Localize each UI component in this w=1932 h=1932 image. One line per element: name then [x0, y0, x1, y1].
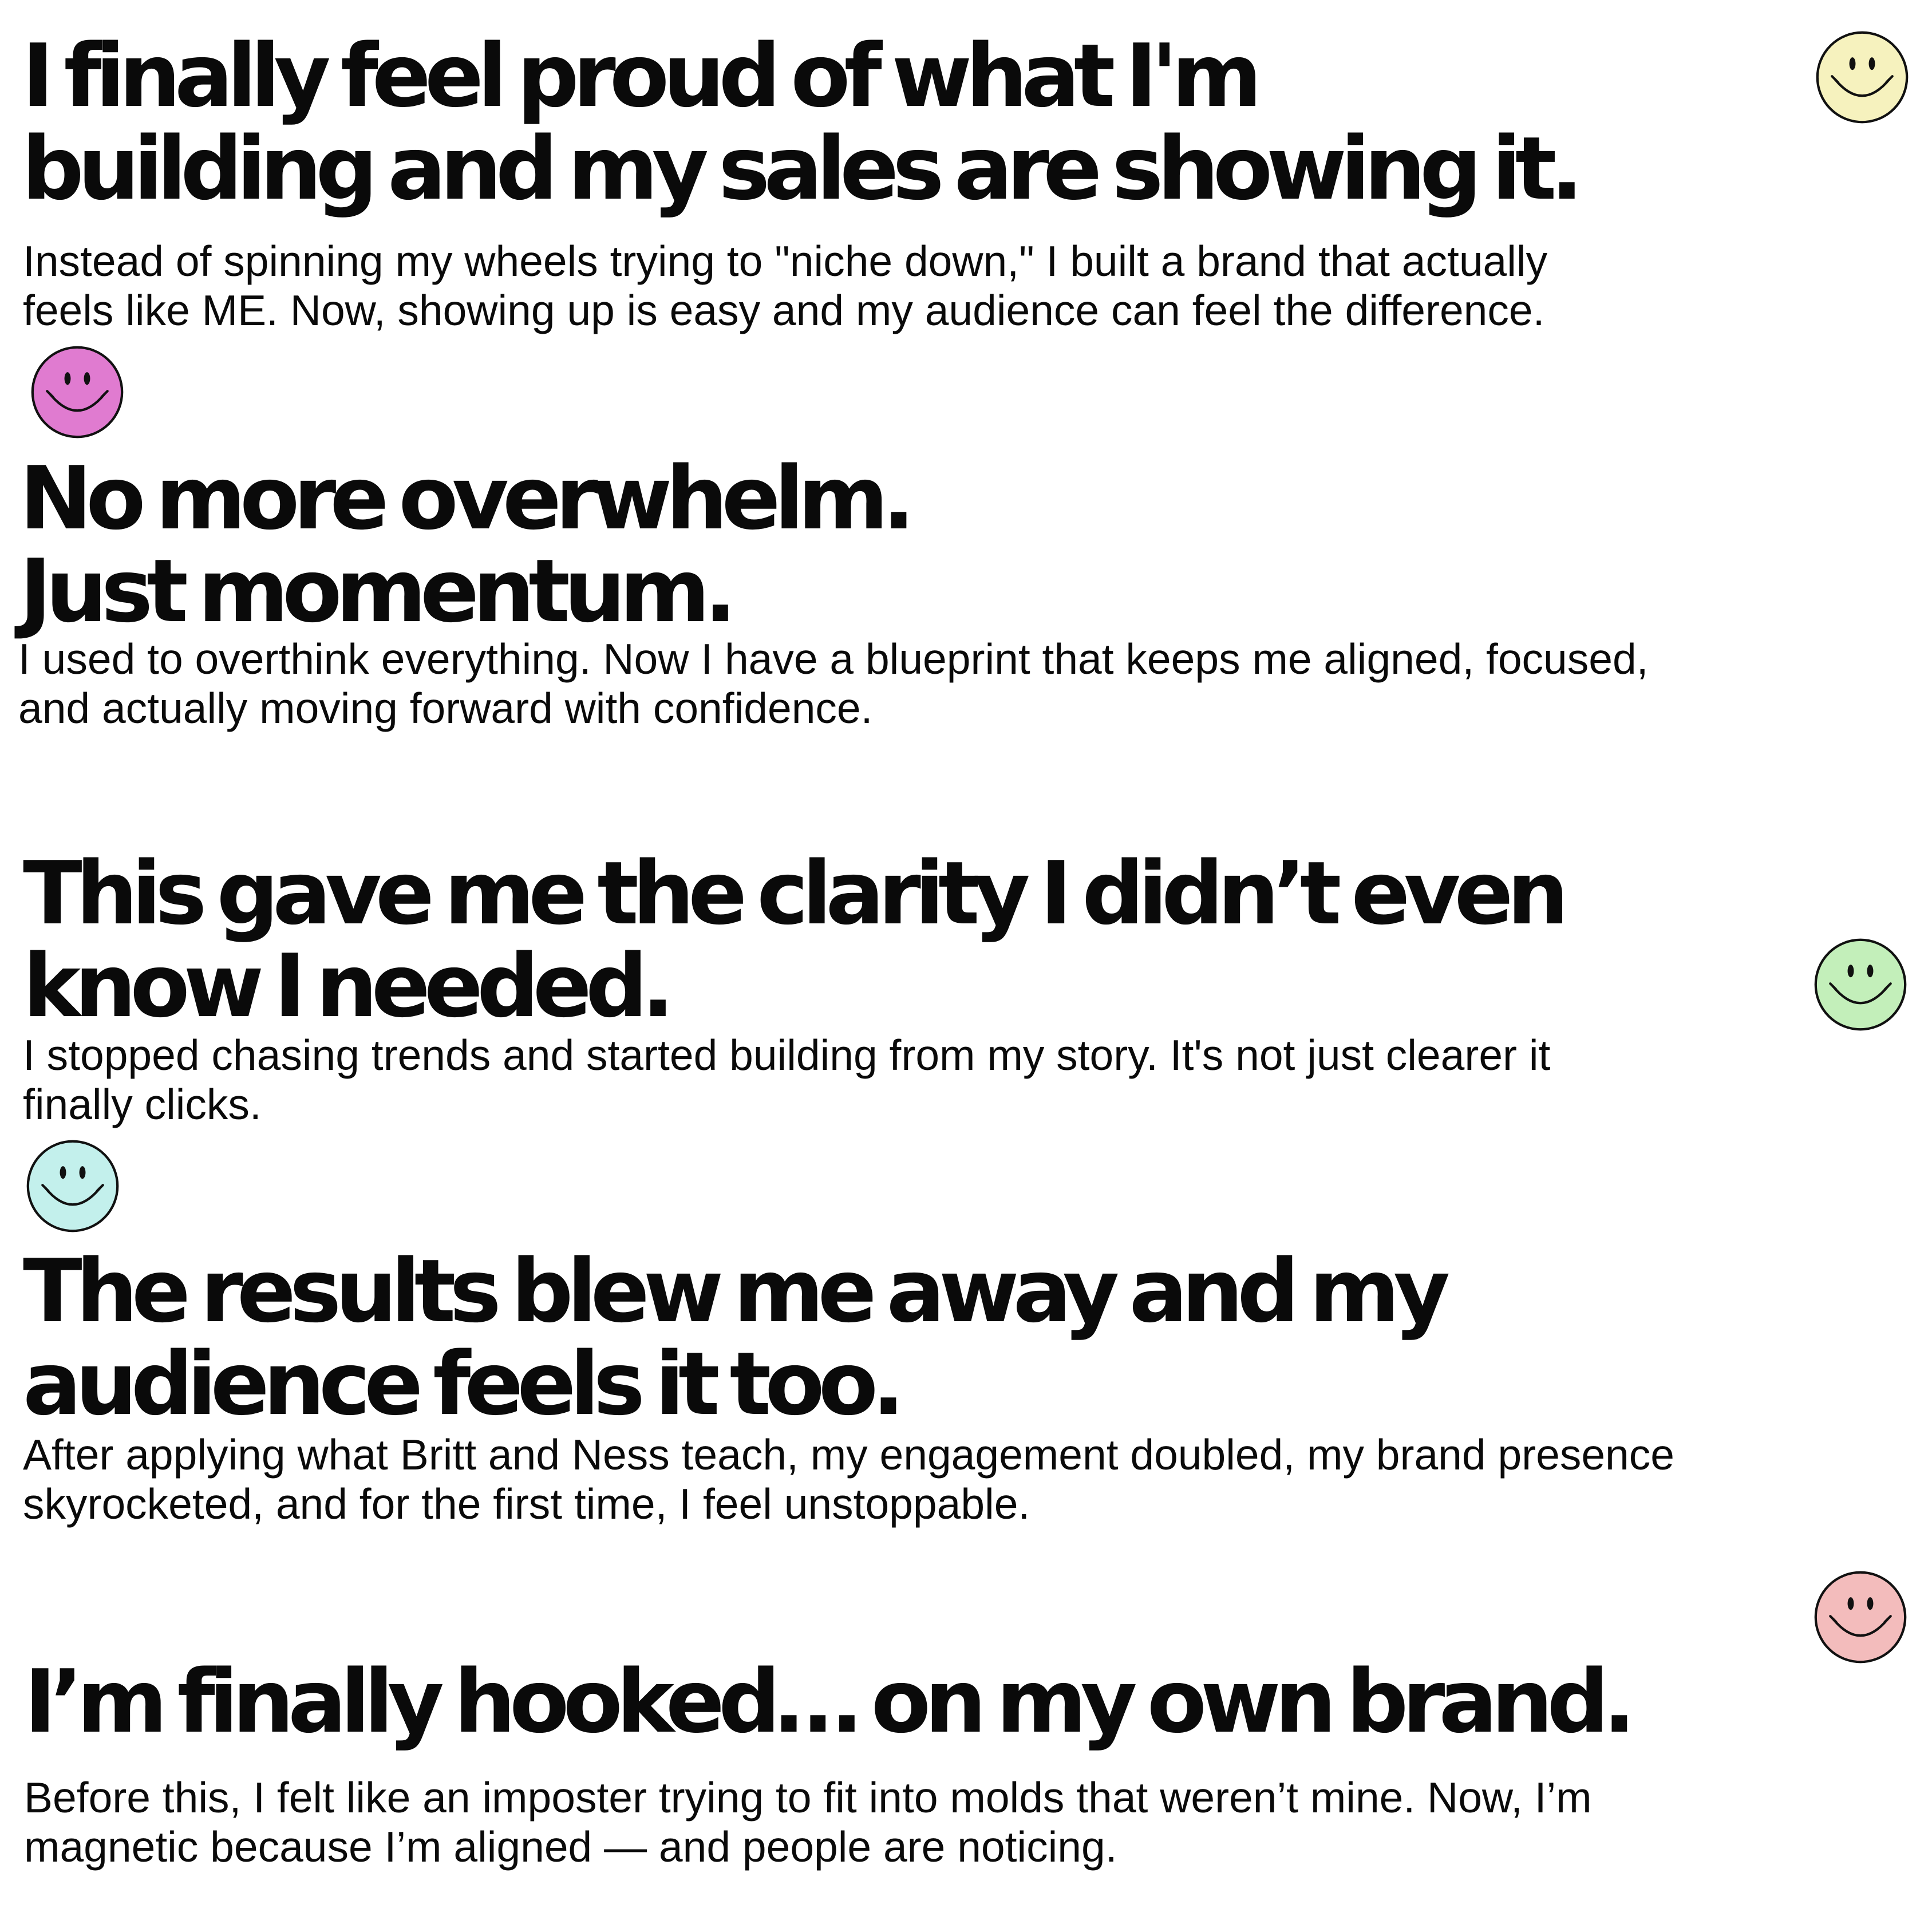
testimonial-3-headline-line-1: This gave me the clarity I didn’t even	[23, 843, 1569, 944]
smiley-face-icon	[24, 1137, 121, 1235]
testimonial-5-body-line-2: magnetic because I’m aligned — and peopl…	[24, 1823, 1117, 1871]
testimonial-4-body-line-2: skyrocketed, and for the first time, I f…	[23, 1480, 1030, 1528]
smiley-face-icon	[1812, 936, 1909, 1033]
testimonial-4-headline-line-2: audience feels it too.	[23, 1333, 905, 1435]
testimonial-5-headline: I’m finally hooked… on my own brand.	[24, 1651, 1636, 1752]
testimonial-4-body: After applying what Britt and Ness teach…	[23, 1430, 1674, 1528]
testimonial-3-body-line-2: finally clicks.	[23, 1080, 262, 1128]
testimonial-5-body-line-1: Before this, I felt like an imposter try…	[24, 1773, 1592, 1822]
testimonial-2-body-line-1: I used to overthink everything. Now I ha…	[18, 635, 1649, 683]
smiley-face-icon	[29, 343, 126, 441]
testimonial-1-body: Instead of spinning my wheels trying to …	[23, 236, 1547, 335]
testimonial-5-body: Before this, I felt like an imposter try…	[24, 1773, 1592, 1871]
testimonial-2-body-line-2: and actually moving forward with confide…	[18, 684, 873, 732]
testimonial-1-headline: I finally feel proud of what I'm buildin…	[22, 25, 1583, 219]
smiley-face-icon	[1812, 1568, 1909, 1666]
testimonial-3-headline-line-2: know I needed.	[23, 935, 674, 1037]
testimonial-2-body: I used to overthink everything. Now I ha…	[18, 634, 1649, 733]
testimonial-4-headline: The results blew me away and my audience…	[23, 1240, 1450, 1435]
testimonial-5-headline-line-1: I’m finally hooked… on my own brand.	[24, 1651, 1636, 1752]
smiley-face-icon	[1814, 29, 1911, 126]
testimonial-1-body-line-2: feels like ME. Now, showing up is easy a…	[23, 286, 1545, 334]
testimonial-4-body-line-1: After applying what Britt and Ness teach…	[23, 1431, 1674, 1479]
testimonial-3-headline: This gave me the clarity I didn’t even k…	[23, 843, 1569, 1037]
testimonial-3-body-line-1: I stopped chasing trends and started bui…	[23, 1031, 1551, 1079]
testimonial-3-body: I stopped chasing trends and started bui…	[23, 1030, 1550, 1129]
testimonial-1-headline-line-2: building and my sales are showing it.	[22, 118, 1583, 219]
testimonial-2-headline: No more overwhelm. Just momentum.	[19, 448, 915, 642]
testimonial-1-body-line-1: Instead of spinning my wheels trying to …	[23, 237, 1548, 285]
testimonial-4-headline-line-1: The results blew me away and my	[23, 1240, 1450, 1342]
testimonial-1-headline-line-1: I finally feel proud of what I'm	[22, 25, 1262, 127]
testimonial-2-headline-line-2: Just momentum.	[19, 540, 737, 642]
testimonial-2-headline-line-1: No more overwhelm.	[19, 448, 915, 549]
